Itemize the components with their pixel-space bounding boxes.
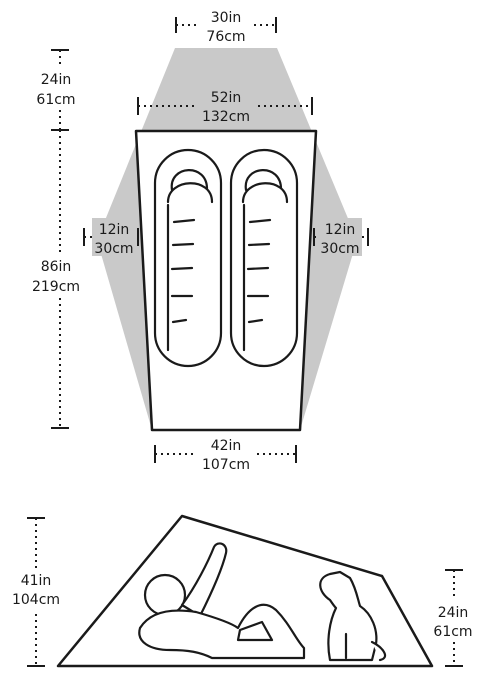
floor-length-in: 86in (41, 259, 72, 275)
top-view: 30in 76cm 52in 132cm 24in 61cm 86in 219c… (26, 10, 369, 473)
dimension-right-vestibule: 12in 30cm (313, 218, 369, 257)
right-vestibule-in: 12in (325, 222, 356, 238)
side-view: 41in 104cm 24in 61cm (2, 514, 482, 668)
dimension-foot-width: 42in 107cm (154, 436, 297, 473)
left-vestibule-in: 12in (99, 222, 130, 238)
tent-side-outline (56, 514, 434, 668)
floor-length-cm: 219cm (32, 279, 80, 295)
peak-height-in: 41in (21, 573, 52, 589)
peak-width-cm: 76cm (206, 29, 245, 45)
upper-width-in: 52in (211, 90, 242, 106)
upper-width-cm: 132cm (202, 109, 250, 125)
dimension-peak-width: 30in 76cm (175, 10, 277, 46)
dog-figure (319, 570, 387, 662)
dimension-foot-height: 24in 61cm (424, 569, 482, 667)
dimension-vertical-lengths: 24in 61cm 86in 219cm (26, 49, 96, 429)
sleeping-bag-left (153, 148, 223, 368)
foot-width-cm: 107cm (202, 457, 250, 473)
dimension-left-vestibule: 12in 30cm (83, 218, 139, 257)
vestibule-length-cm: 61cm (36, 92, 75, 108)
vestibule-length-in: 24in (41, 72, 72, 88)
peak-width-in: 30in (211, 10, 242, 26)
foot-height-cm: 61cm (433, 624, 472, 640)
person-figure (138, 542, 306, 660)
foot-width-in: 42in (211, 438, 242, 454)
left-vestibule-cm: 30cm (94, 241, 133, 257)
foot-height-in: 24in (438, 605, 469, 621)
peak-height-cm: 104cm (12, 592, 60, 608)
dimension-upper-width: 52in 132cm (137, 88, 313, 125)
right-vestibule-cm: 30cm (320, 241, 359, 257)
sleeping-bag-right (229, 148, 299, 368)
dimension-peak-height: 41in 104cm (2, 517, 72, 667)
